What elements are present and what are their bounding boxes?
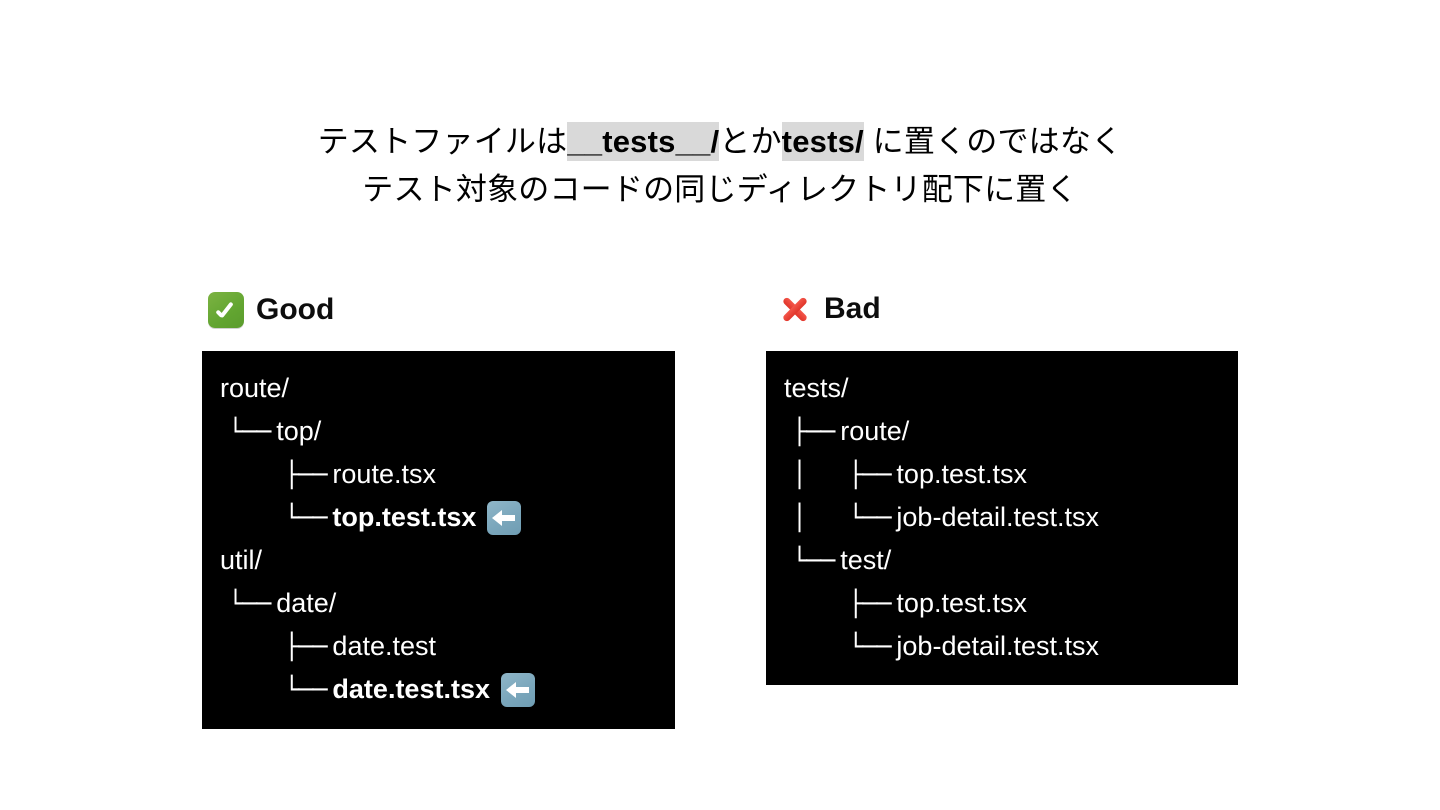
tree-branch-glyph: │ ├──: [778, 460, 891, 489]
tree-node-label: route.tsx: [332, 459, 436, 489]
tree-branch-glyph: ├──: [214, 632, 327, 661]
tree-row: │ ├── top.test.tsx: [778, 453, 1238, 496]
title-line-2: テスト対象のコードの同じディレクトリ配下に置く: [362, 172, 1078, 207]
tree-node-label: tests/: [784, 373, 849, 403]
tree-row: util/: [214, 539, 675, 582]
tree-branch-glyph: └──: [214, 417, 271, 446]
tree-branch-glyph: └──: [778, 546, 835, 575]
tree-node-label: job-detail.test.tsx: [896, 502, 1100, 532]
tree-branch-glyph: │ └──: [778, 503, 891, 532]
tree-branch-glyph: ├──: [214, 460, 327, 489]
tree-row: └── test/: [778, 539, 1238, 582]
tree-branch-glyph: └──: [214, 589, 271, 618]
column-label-good: Good: [256, 293, 335, 326]
tree-node-label: top.test.tsx: [896, 588, 1027, 618]
column-label-bad: Bad: [824, 292, 881, 325]
tree-node-label: top/: [276, 416, 322, 446]
tree-branch-glyph: ├──: [778, 589, 891, 618]
left-arrow-icon: [487, 500, 522, 535]
tree-row: ├── route.tsx: [214, 453, 675, 496]
tree-branch-glyph: ├──: [778, 417, 835, 446]
tree-row: └── date.test.tsx: [214, 668, 675, 711]
title-line-1: テストファイルは__tests__/とかtests/ に置くのではなく: [0, 118, 1440, 166]
tree-node-label: route/: [220, 373, 290, 403]
tree-row: └── top.test.tsx: [214, 496, 675, 539]
tree-row: │ └── job-detail.test.tsx: [778, 496, 1238, 539]
column-heading-good: Good: [208, 292, 334, 328]
tree-row: ├── date.test: [214, 625, 675, 668]
title-middle-text: とか: [719, 124, 782, 159]
title-prefix-text: テストファイルは: [317, 124, 568, 159]
tree-row: ├── top.test.tsx: [778, 582, 1238, 625]
tree-node-label: date.test.tsx: [332, 674, 490, 704]
code-token-tests: tests/: [781, 122, 864, 161]
page-title: テストファイルは__tests__/とかtests/ に置くのではなく テスト対…: [0, 118, 1440, 214]
tree-node-label: date/: [276, 588, 337, 618]
code-token-tests-underscore: __tests__/: [567, 122, 720, 161]
tree-node-label: test/: [840, 545, 892, 575]
tree-node-label: date.test: [332, 631, 436, 661]
tree-row: └── date/: [214, 582, 675, 625]
left-arrow-icon: [500, 672, 535, 707]
tree-node-label: route/: [840, 416, 910, 446]
white-check-mark-icon: [208, 292, 244, 328]
title-suffix-text: に置くのではなく: [863, 124, 1123, 159]
column-heading-bad: Bad: [778, 292, 881, 326]
tree-row: tests/: [778, 367, 1238, 410]
tree-row: ├── route/: [778, 410, 1238, 453]
tree-node-label: job-detail.test.tsx: [896, 631, 1100, 661]
tree-row: └── top/: [214, 410, 675, 453]
tree-branch-glyph: └──: [214, 675, 327, 704]
tree-node-label: top.test.tsx: [332, 502, 477, 532]
tree-row: └── job-detail.test.tsx: [778, 625, 1238, 668]
tree-branch-glyph: └──: [778, 632, 891, 661]
tree-branch-glyph: └──: [214, 503, 327, 532]
tree-row: route/: [214, 367, 675, 410]
code-panel-bad: tests/ ├── route/ │ ├── top.test.tsx │ └…: [766, 351, 1238, 685]
code-panel-good: route/ └── top/ ├── route.tsx └── top.te…: [202, 351, 675, 729]
cross-mark-icon: [778, 292, 812, 326]
tree-node-label: util/: [220, 545, 263, 575]
tree-node-label: top.test.tsx: [896, 459, 1027, 489]
